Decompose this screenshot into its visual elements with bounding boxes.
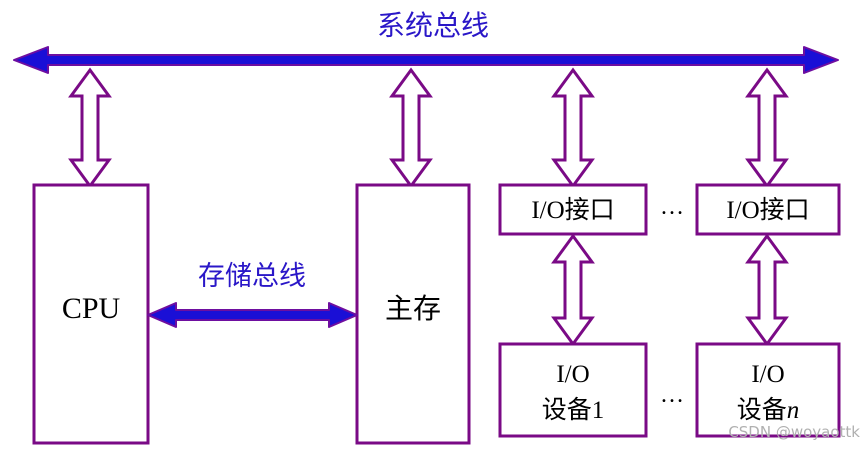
io-1-device-arrow: [551, 233, 595, 347]
memory-bus-label: 存储总线: [198, 261, 306, 292]
watermark: CSDN @woyaottk: [728, 423, 860, 441]
io-device-n-line1: I/O: [751, 361, 784, 388]
io-device-1-number: 1: [592, 397, 605, 424]
system-bus-label: 系统总线: [377, 9, 489, 42]
main-memory-label: 主存: [385, 292, 441, 325]
io-device-n-box: [695, 342, 841, 438]
io-interface-n-box: [695, 183, 841, 236]
cpu-bus-arrow: [68, 67, 112, 189]
device-ellipsis: …: [660, 382, 684, 408]
cpu-label: CPU: [62, 292, 121, 325]
cpu-box: [32, 183, 150, 445]
io-interface-n-bus-arrow: [745, 67, 789, 189]
io-device-n-word: 设备: [737, 395, 787, 424]
memory-bus-arrow: [389, 67, 433, 189]
io-interface-n-label: I/O接口: [726, 196, 809, 224]
memory-bus-arrow-horizontal: [147, 302, 358, 328]
interface-ellipsis: …: [660, 194, 684, 220]
io-device-1-line1: I/O: [556, 361, 589, 388]
io-interface-1-bus-arrow: [551, 67, 595, 189]
io-device-1-box: [498, 342, 648, 438]
main-memory-box: [355, 183, 471, 445]
io-device-1-line2: 设备1: [542, 395, 605, 424]
io-interface-1-label: I/O接口: [531, 196, 614, 224]
io-device-1-word: 设备: [542, 395, 592, 424]
system-bus-arrow: [13, 46, 839, 74]
io-device-n-line2: 设备n: [737, 395, 800, 424]
io-n-device-arrow: [745, 233, 789, 347]
io-device-n-letter: n: [787, 397, 800, 424]
